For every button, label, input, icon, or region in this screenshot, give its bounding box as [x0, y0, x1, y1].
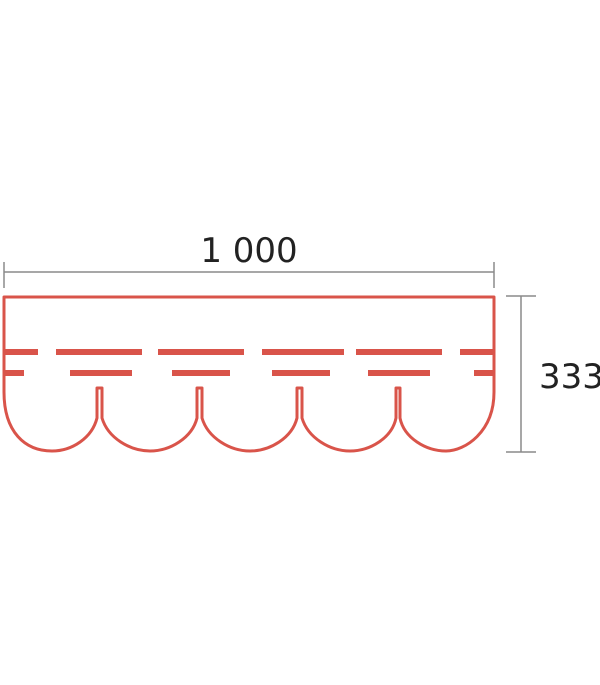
- height-label: 333: [539, 357, 600, 397]
- shingle-outline: [2, 295, 496, 453]
- height-dimension: [506, 295, 536, 453]
- width-dimension: [3, 262, 495, 288]
- width-label: 1 000: [200, 231, 297, 271]
